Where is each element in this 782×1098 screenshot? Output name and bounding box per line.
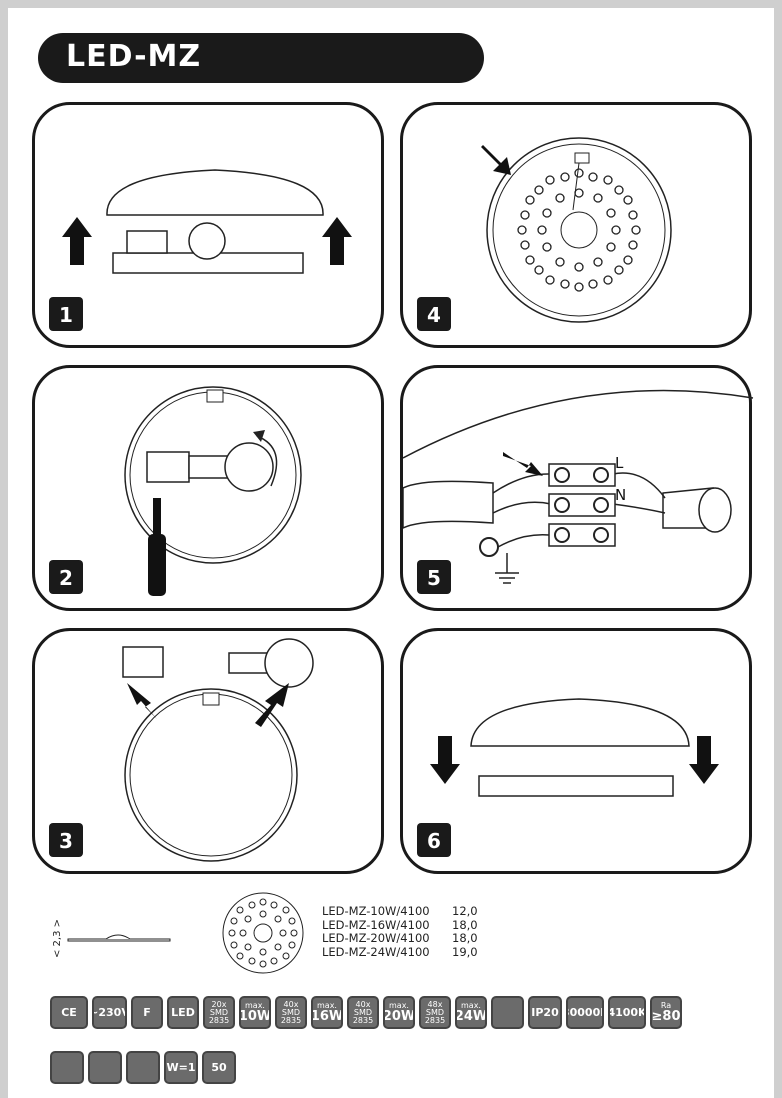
spec-model: LED-MZ-16W/4100 xyxy=(322,917,430,932)
icon-text: ~230V xyxy=(94,1006,125,1019)
icon-text: 4100K xyxy=(608,1006,646,1019)
live-wire-label: L xyxy=(615,454,624,472)
led-board-thumbnail xyxy=(222,892,304,974)
step-1-illustration xyxy=(62,169,352,274)
step-panel-1: 1 xyxy=(32,102,384,348)
color-temp-icon: 4100K xyxy=(608,996,646,1029)
spec-row: LED-MZ-20W/4100 18,0 xyxy=(322,931,478,946)
step-number: 3 xyxy=(49,823,83,857)
spec-row: LED-MZ-24W/4100 19,0 xyxy=(322,944,478,960)
icon-text: 2835 xyxy=(352,1015,374,1025)
step-panel-6: 6 xyxy=(400,628,752,874)
ip20-icon: IP20 xyxy=(528,996,562,1029)
profile-drawing xyxy=(67,934,171,942)
icon-text: 2835 xyxy=(280,1015,302,1025)
icon-text: 20x xyxy=(211,999,227,1009)
icon-text: CE xyxy=(61,1006,77,1019)
icon-text: ≥80 xyxy=(651,1009,681,1024)
max-16w-icon: max.16W xyxy=(311,996,343,1029)
icon-text: 48x xyxy=(427,999,443,1009)
icon-text: 20W xyxy=(383,1009,415,1024)
icon-text: SMD xyxy=(425,1007,445,1017)
icon-text: 16W xyxy=(311,1009,343,1024)
step-5-illustration xyxy=(403,389,754,584)
step-number: 5 xyxy=(417,560,451,594)
spec-value: 19,0 xyxy=(452,944,478,959)
ce-mark-icon: CE xyxy=(50,996,88,1029)
voltage-icon: ~230V xyxy=(92,996,127,1029)
step-6-illustration xyxy=(430,698,719,797)
icon-text: LED xyxy=(171,1006,195,1019)
icon-text: SMD xyxy=(281,1007,301,1017)
led-icon: LED xyxy=(167,996,199,1029)
icon-text: 10W xyxy=(239,1009,271,1024)
spec-value: 12,0 xyxy=(452,904,478,918)
spec-value: 18,0 xyxy=(452,931,478,945)
class-ii-icon xyxy=(491,996,524,1029)
gradient-icon xyxy=(126,1051,160,1084)
icon-text: max. xyxy=(245,1001,265,1010)
step-number: 4 xyxy=(417,297,451,331)
icon-text: 30000h xyxy=(568,1006,602,1019)
step-panel-3: 3 xyxy=(32,628,384,874)
icon-text: max. xyxy=(317,1001,337,1010)
icon-text: F xyxy=(143,1006,151,1019)
page-title: LED-MZ xyxy=(66,39,202,74)
max-10w-icon: max.10W xyxy=(239,996,271,1029)
step-4-illustration xyxy=(481,137,672,323)
icon-text: 2835 xyxy=(208,1015,230,1025)
icon-text: 40x xyxy=(283,999,299,1009)
icon-text: max. xyxy=(389,1001,409,1010)
indoor-icon xyxy=(50,1051,84,1084)
dimension-label: < 2,3 > xyxy=(52,918,63,958)
spec-model: LED-MZ-10W/4100 xyxy=(322,904,430,918)
neutral-wire-label: N xyxy=(615,486,627,504)
f-mark-icon: F xyxy=(131,996,163,1029)
max-24w-icon: max.24W xyxy=(455,996,487,1029)
icon-text: 40x xyxy=(355,999,371,1009)
title-bar: LED-MZ xyxy=(38,33,484,83)
step-number: 2 xyxy=(49,560,83,594)
lifetime-icon: 30000h xyxy=(566,996,604,1029)
spec-row: LED-MZ-10W/4100 12,0 xyxy=(322,904,478,919)
icon-text: SMD xyxy=(353,1007,373,1017)
max-20w-icon: max.20W xyxy=(383,996,415,1029)
spec-value: 18,0 xyxy=(452,917,478,932)
step-panel-2: 2 xyxy=(32,365,384,611)
spec-model: LED-MZ-20W/4100 xyxy=(322,931,430,945)
step-panel-5: L N 5 xyxy=(400,365,754,611)
step-3-illustration xyxy=(122,638,314,862)
step-2-illustration xyxy=(124,386,302,596)
pattern-icon xyxy=(88,1051,122,1084)
icon-text: 2835 xyxy=(424,1015,446,1025)
ra-icon: Ra≥80 xyxy=(650,996,682,1029)
icon-text: 10W=100 xyxy=(166,1061,196,1074)
box-10w-icon: 10W=100 xyxy=(164,1051,198,1084)
step-panel-4: 4 xyxy=(400,102,752,348)
packaging-icon-row: 10W=100 50 xyxy=(50,1051,236,1084)
icon-text: SMD xyxy=(209,1007,229,1017)
icon-text: 50 xyxy=(211,1061,227,1074)
icon-text: 24W xyxy=(455,1009,487,1024)
icon-text: max. xyxy=(461,1001,481,1010)
box-50-icon: 50 xyxy=(202,1051,236,1084)
spec-model: LED-MZ-24W/4100 xyxy=(322,944,430,959)
certification-icon-row: CE~230VFLED20xSMD2835max.10W40xSMD2835ma… xyxy=(50,996,682,1029)
spec-row: LED-MZ-16W/4100 18,0 xyxy=(322,917,478,933)
step-number: 1 xyxy=(49,297,83,331)
icon-text: Ra xyxy=(660,1001,672,1010)
step-number: 6 xyxy=(417,823,451,857)
icon-text: IP20 xyxy=(531,1006,559,1019)
